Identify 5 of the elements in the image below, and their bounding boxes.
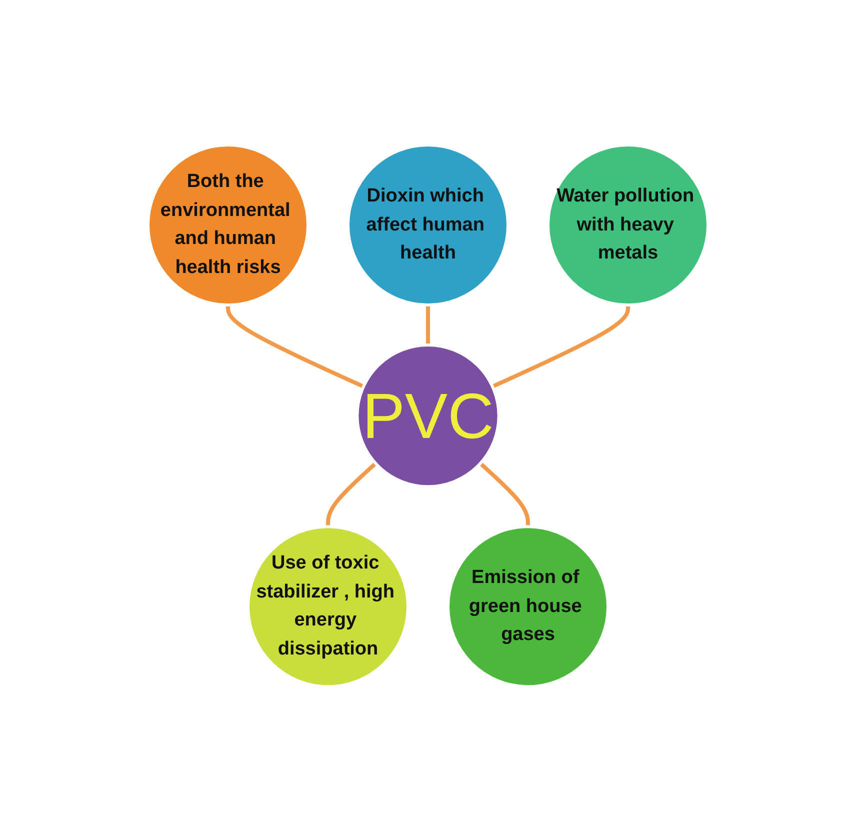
connector [326, 462, 376, 526]
connector [426, 304, 430, 345]
connector [478, 462, 530, 526]
connector [491, 304, 630, 388]
connector [226, 304, 364, 388]
